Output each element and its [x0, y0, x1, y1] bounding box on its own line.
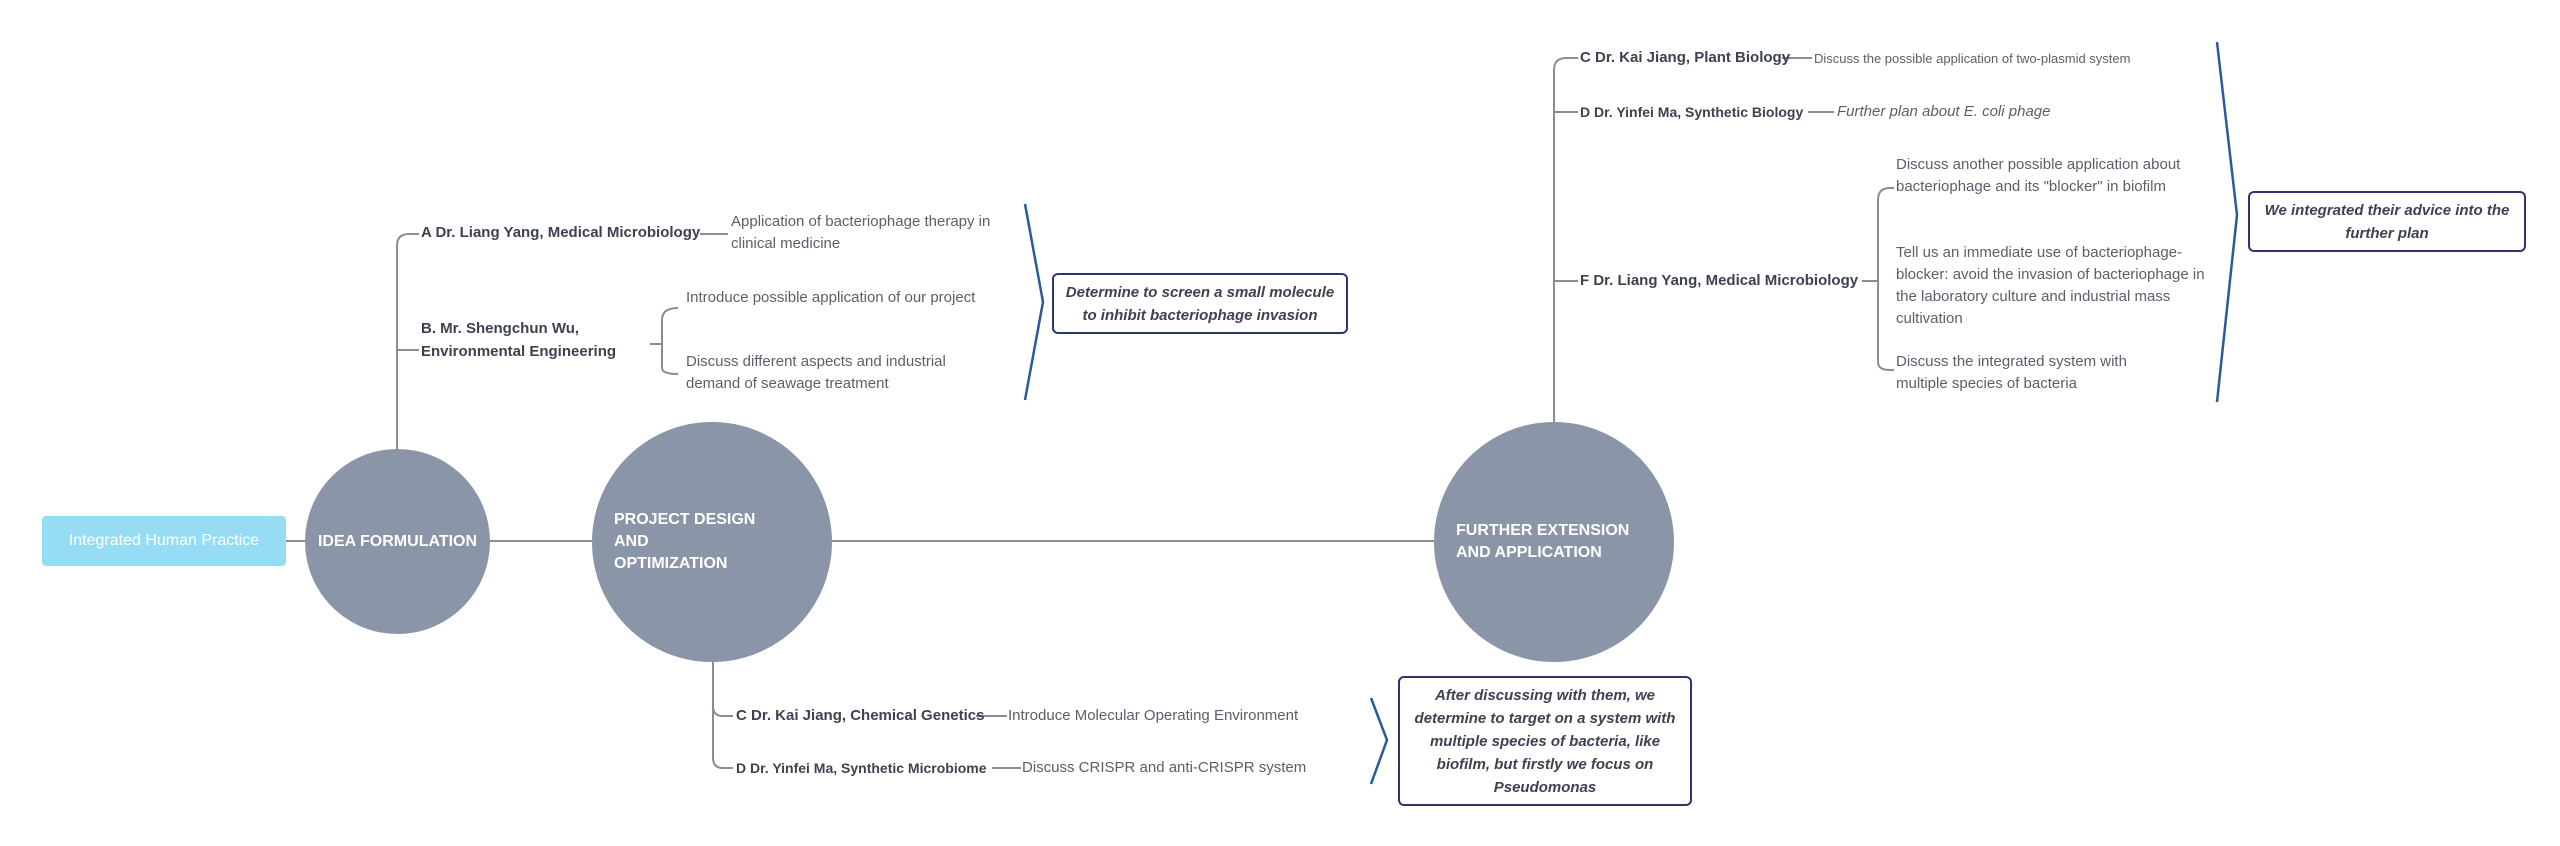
expert-f-desc-1: Discuss another possible application abo… [1896, 156, 2181, 195]
expert-c-kai-jiang-plant[interactable]: C Dr. Kai Jiang, Plant Biology [1580, 49, 1791, 66]
expert-b-name-line1[interactable]: B. Mr. Shengchun Wu, [421, 320, 580, 337]
summary-project-design[interactable]: After discussing with them, we determine… [1398, 676, 1692, 806]
expert-b-desc-2: Discuss different aspects and industrial… [686, 353, 946, 392]
stage-project-design-label: PROJECT DESIGN AND OPTIMIZATION [614, 511, 756, 572]
stage-idea-formulation[interactable]: IDEA FORMULATION [305, 449, 490, 634]
expert-f-desc-3: Discuss the integrated system with multi… [1896, 353, 2127, 392]
summary-further-extension[interactable]: We integrated their advice into the furt… [2248, 191, 2526, 252]
stage-further-extension[interactable]: FURTHER EXTENSION AND APPLICATION [1434, 422, 1674, 662]
expert-d-design-desc: Discuss CRISPR and anti-CRISPR system [1022, 759, 1307, 776]
stage-further-extension-label: FURTHER EXTENSION AND APPLICATION [1456, 522, 1630, 561]
expert-a-liang-yang[interactable]: A Dr. Liang Yang, Medical Microbiology [421, 224, 701, 241]
stage-project-design[interactable]: PROJECT DESIGN AND OPTIMIZATION [592, 422, 832, 662]
expert-b-desc-1: Introduce possible application of our pr… [686, 289, 976, 306]
expert-d-yinfei-ma-microbiome[interactable]: D Dr. Yinfei Ma, Synthetic Microbiome [736, 760, 987, 776]
expert-c-kai-jiang-chemical[interactable]: C Dr. Kai Jiang, Chemical Genetics [736, 707, 985, 724]
expert-d-extension-desc: Further plan about E. coli phage [1837, 103, 2051, 120]
expert-c-extension-desc: Discuss the possible application of two-… [1814, 51, 2131, 66]
expert-a-desc: Application of bacteriophage therapy in … [731, 213, 991, 252]
expert-b-name-line2[interactable]: Environmental Engineering [421, 343, 617, 360]
expert-f-desc-2: Tell us an immediate use of bacteriophag… [1896, 244, 2205, 327]
summary-idea-formulation[interactable]: Determine to screen a small molecule to … [1052, 273, 1348, 334]
expert-d-yinfei-ma-synthetic[interactable]: D Dr. Yinfei Ma, Synthetic Biology [1580, 104, 1804, 120]
expert-f-liang-yang[interactable]: F Dr. Liang Yang, Medical Microbiology [1580, 272, 1859, 289]
expert-c-design-desc: Introduce Molecular Operating Environmen… [1008, 707, 1299, 724]
root-node-integrated-human-practice[interactable]: Integrated Human Practice [42, 516, 286, 566]
